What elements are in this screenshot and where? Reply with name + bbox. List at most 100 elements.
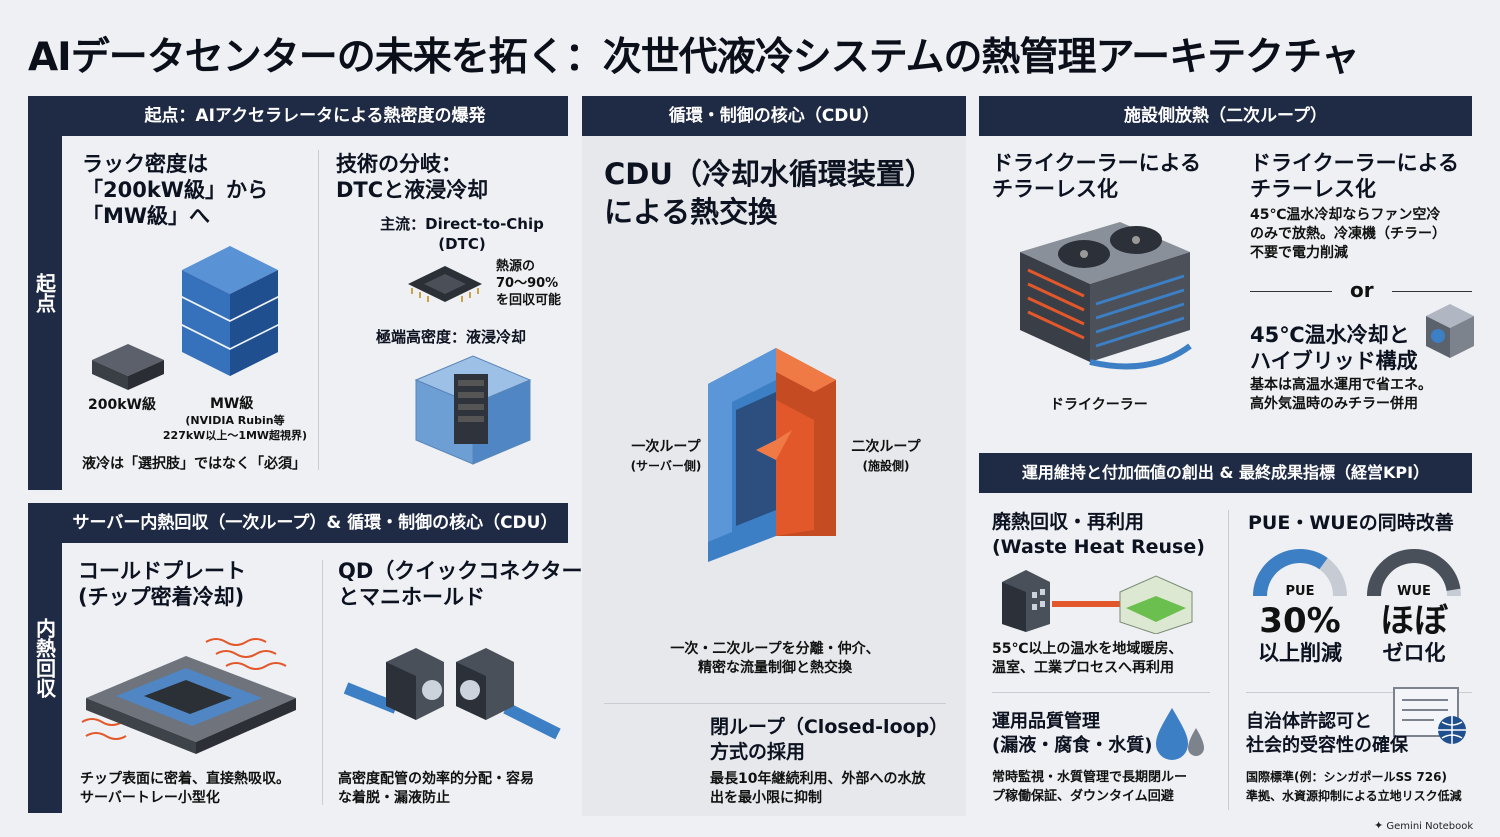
divider [1228, 510, 1229, 810]
permit-desc: 国際標準(例：シンガポールSS 726) 準拠、水資源抑制による立地リスク低減 [1246, 768, 1462, 806]
immersion-tank-icon [414, 355, 532, 465]
qd-desc-line1: 高密度配管の効率的分配・容易 [338, 771, 534, 787]
drycooler-right-line1: ドライクーラーによる [1250, 151, 1459, 175]
cdu-desc: 一次・二次ループを分離・仲介、 精密な流量制御と熱交換 [640, 640, 910, 678]
kpi-heading: PUE・WUEの同時改善 [1248, 512, 1454, 534]
rack-density-illustration [92, 246, 278, 390]
dtc-mainstream-line1: 主流：Direct-to-Chip [380, 215, 544, 233]
section-header-cdu: 循環・制御の核心（CDU） [582, 96, 966, 136]
chip-icon [408, 266, 482, 302]
cdu-heading-line1: CDU（冷却水循環装置） [604, 157, 934, 191]
tech-branch-heading: 技術の分岐： DTCと液浸冷却 [336, 151, 488, 203]
wue-value: ほぼ [1380, 601, 1448, 641]
cold-plate-desc-line2: サーバートレー小型化 [80, 790, 220, 806]
secondary-loop-line2: (施設側) [862, 459, 910, 473]
permit-desc-line2: 準拠、水資源抑制による立地リスク低減 [1246, 789, 1462, 803]
cold-plate-desc: チップ表面に密着、直接熱吸収。 サーバートレー小型化 [80, 770, 290, 808]
tech-heading-line2: DTCと液浸冷却 [336, 178, 489, 202]
closed-loop-heading: 閉ループ（Closed-loop） 方式の採用 [710, 715, 948, 765]
pue-gauge [1253, 549, 1347, 597]
qd-desc-line2: な着脱・漏液防止 [338, 790, 450, 806]
divider [1246, 692, 1472, 693]
primary-loop-label: 一次ループ (サーバー側) [628, 438, 704, 476]
quality-desc: 常時監視・水質管理で長期閉ルー プ稼働保証、ダウンタイム回避 [992, 768, 1187, 806]
section-header-facility: 施設側放熱（二次ループ） [979, 96, 1472, 136]
closed-loop-desc-line2: 出を最小限に抑制 [710, 790, 822, 806]
page-title: AIデータセンターの未来を拓く：次世代液冷システムの熱管理アーキテクチャ [28, 35, 1360, 80]
rack-density-heading: ラック密度は 「200kW級」から 「MW級」へ [82, 151, 268, 229]
drycooler-left-line2: チラーレス化 [992, 177, 1118, 201]
cdu-desc-line1: 一次・二次ループを分離・仲介、 [670, 641, 880, 657]
hybrid-desc: 基本は高温水運用で省エネ。 高外気温時のみチラー併用 [1250, 376, 1432, 414]
dtc-mainstream-line2: (DTC) [438, 235, 486, 253]
side-tab-origin: 起点 [28, 96, 62, 490]
drycooler-right-line2: チラーレス化 [1250, 177, 1376, 201]
qd-heading-line1: QD（クイックコネクター） [338, 559, 604, 583]
big-rack-note: (NVIDIA Rubin等 227kW以上〜1MW超視界) [160, 413, 310, 443]
permit-heading-line1: 自治体許認可と [1246, 711, 1372, 732]
heat-recovery-line1: 熱源の [496, 259, 536, 274]
cold-plate-line1: コールドプレート [78, 559, 246, 583]
cold-plate-illustration [81, 638, 296, 754]
or-line-right [1392, 291, 1472, 292]
section-header-internal: サーバー内熱回収（一次ループ）& 循環・制御の核心（CDU） [62, 503, 568, 543]
liquid-cooling-required: 液冷は「選択肢」ではなく「必須」 [82, 456, 306, 472]
wue-gauge-fill [1367, 548, 1461, 597]
closed-loop-desc: 最長10年継続利用、外部への水放 出を最小限に抑制 [710, 770, 925, 808]
chillerless-desc: 45℃温水冷却ならファン空冷 のみで放熱。冷凍機（チラー） 不要で電力削減 [1250, 206, 1446, 263]
section-header-kpi: 運用維持と付加価値の創出 & 最終成果指標（経営KPI） [979, 453, 1472, 493]
qd-desc: 高密度配管の効率的分配・容易 な着脱・漏液防止 [338, 770, 534, 808]
qd-heading-line2: とマニホールド [338, 585, 485, 609]
rack-heading-line1: ラック密度は [82, 152, 208, 176]
closed-loop-line1: 閉ループ（Closed-loop） [710, 716, 949, 738]
pue-value: 30% [1259, 601, 1341, 641]
quality-heading: 運用品質管理 (漏液・腐食・水質) [992, 710, 1152, 758]
cdu-desc-line2: 精密な流量制御と熱交換 [698, 660, 852, 676]
footer-brand: ✦ Gemini Notebook [1374, 819, 1473, 832]
cdu-exchanger-illustration [708, 348, 836, 562]
cdu-heading: CDU（冷却水循環装置） による熱交換 [604, 155, 934, 231]
dtc-mainstream: 主流：Direct-to-Chip (DTC) [376, 214, 548, 254]
sparkle-icon: ✦ [1374, 819, 1384, 832]
hybrid-heading-line1: 45℃温水冷却と [1250, 323, 1410, 347]
quality-heading-line2: (漏液・腐食・水質) [992, 735, 1153, 756]
permit-heading-line2: 社会的受容性の確保 [1246, 735, 1408, 756]
quality-heading-line1: 運用品質管理 [992, 711, 1100, 732]
secondary-loop-line1: 二次ループ [851, 439, 921, 455]
primary-loop-line1: 一次ループ [631, 439, 701, 455]
chiller-unit-icon [1426, 304, 1474, 358]
qd-heading: QD（クイックコネクター） とマニホールド [338, 558, 603, 610]
rack-heading-line3: 「MW級」へ [82, 204, 211, 228]
big-rack-note-line2: 227kW以上〜1MW超視界) [162, 429, 308, 442]
or-label: or [1350, 278, 1374, 302]
waste-heat-line1: 廃熱回収・再利用 [992, 511, 1145, 533]
primary-loop-line2: (サーバー側) [630, 459, 702, 473]
wue-label: WUE [1397, 584, 1431, 599]
drycooler-left-line1: ドライクーラーによる [992, 151, 1201, 175]
waste-heat-heading: 廃熱回収・再利用 (Waste Heat Reuse) [992, 510, 1205, 560]
quick-connector-illustration [343, 648, 561, 740]
heat-reuse-illustration [1002, 570, 1193, 634]
waste-heat-desc: 55℃以上の温水を地域暖房、 温室、工業プロセスへ再利用 [992, 640, 1182, 678]
cdu-heading-line2: による熱交換 [604, 195, 778, 229]
divider [322, 560, 323, 805]
waste-heat-desc-line1: 55℃以上の温水を地域暖房、 [992, 641, 1183, 657]
water-drop-icon [1156, 708, 1204, 760]
hybrid-desc-line2: 高外気温時のみチラー併用 [1250, 396, 1418, 412]
divider [992, 692, 1210, 693]
cold-plate-line2: (チップ密着冷却) [78, 585, 245, 609]
divider [318, 150, 319, 470]
pue-gauge-fill [1253, 549, 1328, 597]
quality-desc-line2: プ稼働保証、ダウンタイム回避 [992, 789, 1174, 804]
chillerless-desc-line3: 不要で電力削減 [1250, 245, 1348, 261]
big-rack-note-line1: (NVIDIA Rubin等 [185, 414, 285, 427]
drycooler-heading-left: ドライクーラーによる チラーレス化 [992, 150, 1201, 202]
big-rack-label: MW級 [210, 396, 254, 412]
section-header-origin: 起点：AIアクセラレータによる熱密度の爆発 [62, 96, 568, 136]
footer-brand-label: Gemini Notebook [1386, 821, 1474, 832]
wue-note: ゼロ化 [1382, 641, 1446, 665]
cold-plate-heading: コールドプレート (チップ密着冷却) [78, 558, 246, 610]
closed-loop-desc-line1: 最長10年継続利用、外部への水放 [710, 771, 926, 787]
large-rack-stack [182, 246, 278, 376]
immersion-cooling-label: 極端高密度：液浸冷却 [376, 328, 527, 346]
